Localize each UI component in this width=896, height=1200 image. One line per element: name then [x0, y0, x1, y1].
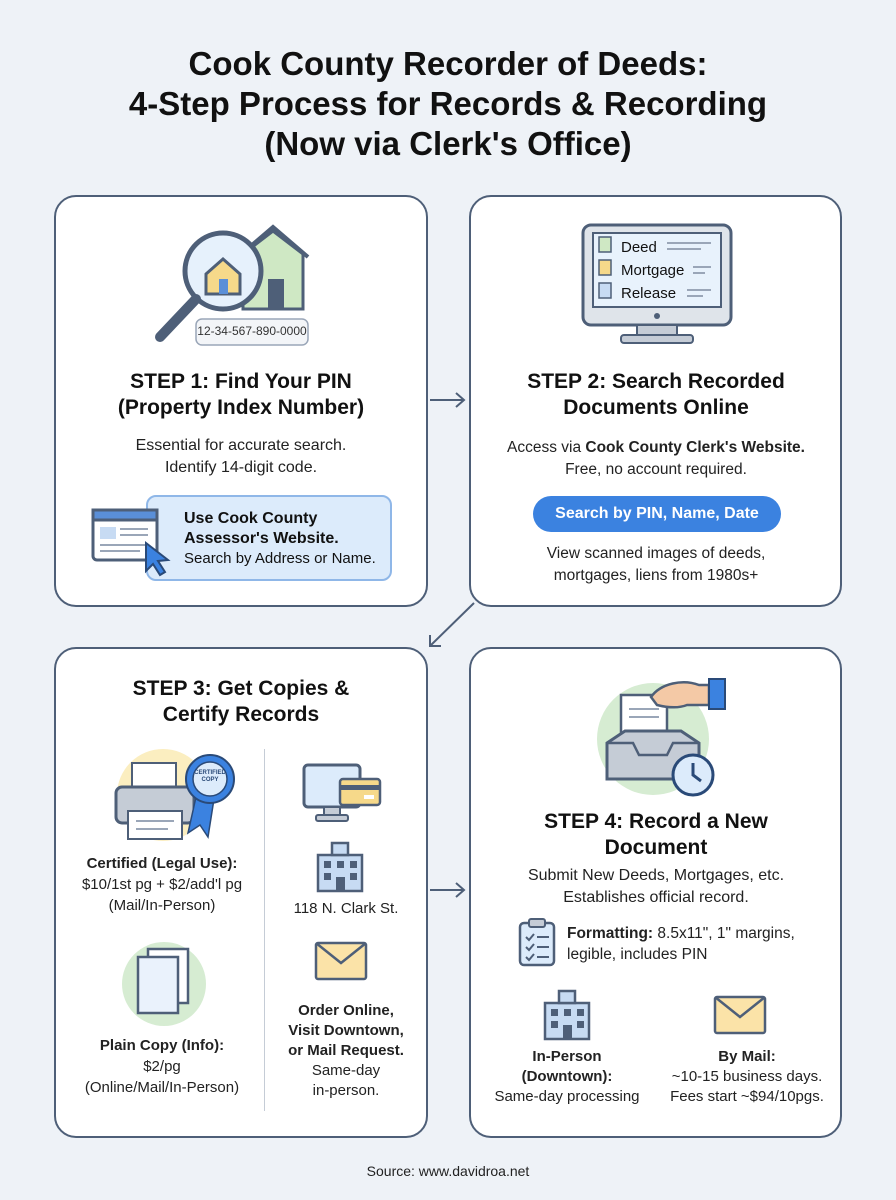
- search-pill-button[interactable]: Search by PIN, Name, Date: [533, 496, 781, 532]
- magnifier-house-icon: [155, 224, 310, 346]
- by-mail-option: By Mail: ~10-15 business days. Fees star…: [670, 1048, 824, 1105]
- step2-note: View scanned images of deeds, mortgages,…: [546, 545, 766, 584]
- step1-card: 12-34-567-890-0000 STEP 1: Find Your PIN…: [54, 195, 428, 607]
- step4-card: STEP 4: Record a New Document Submit New…: [469, 647, 842, 1138]
- screen-item-mortgage: Mortgage: [621, 262, 685, 279]
- hand-inbox-clock-icon: [597, 678, 726, 797]
- column-divider: [264, 749, 265, 1111]
- step1-heading: STEP 1: Find Your PIN (Property Index Nu…: [117, 370, 365, 419]
- in-person-option: In-Person (Downtown): Same-day processin…: [494, 1048, 640, 1105]
- building-icon: [543, 989, 591, 1041]
- step2-heading: STEP 2: Search Recorded Documents Online: [527, 370, 785, 419]
- step3-card: STEP 3: Get Copies & Certify Records CER…: [54, 647, 428, 1138]
- order-options: Order Online, Visit Downtown, or Mail Re…: [288, 1002, 404, 1099]
- pin-example-label: 12-34-567-890-0000: [197, 324, 307, 338]
- screen-item-deed: Deed: [621, 239, 657, 256]
- checklist-icon: [518, 918, 556, 967]
- formatting-requirements: Formatting: 8.5x11", 1" margins, legible…: [567, 925, 795, 963]
- assessor-tip-box: [146, 495, 392, 581]
- seal-text: CERTIFIED COPY: [194, 770, 226, 783]
- arrow-step2-to-step3: [429, 602, 475, 647]
- certified-copy-info: Certified (Legal Use): $10/1st pg + $2/a…: [81, 855, 243, 914]
- page-title: Cook County Recorder of Deeds: 4-Step Pr…: [128, 45, 768, 162]
- computer-monitor-icon: [581, 223, 733, 344]
- mail-envelope-icon: [713, 995, 767, 1035]
- documents-icon: [122, 942, 206, 1026]
- screen-item-release: Release: [621, 285, 677, 302]
- step4-description: Submit New Deeds, Mortgages, etc. Establ…: [527, 867, 785, 906]
- browser-cursor-icon: [91, 508, 171, 577]
- plain-copy-info: Plain Copy (Info): $2/pg (Online/Mail/In…: [84, 1037, 240, 1096]
- arrow-step1-to-step2: [430, 392, 466, 408]
- printer-seal-icon: [114, 749, 235, 841]
- step2-card: Deed Mortgage Release STEP 2: Search Rec…: [469, 195, 842, 607]
- step2-description: Access via Cook County Clerk's Website. …: [507, 439, 805, 478]
- step3-heading: STEP 3: Get Copies & Certify Records: [132, 677, 350, 726]
- arrow-step3-to-step4: [430, 882, 466, 898]
- envelope-icon: [314, 941, 368, 981]
- courthouse-building-icon: [316, 841, 364, 893]
- computer-card-icon: [302, 763, 382, 822]
- assessor-tip-text: Use Cook County Assessor's Website. Sear…: [184, 510, 376, 567]
- clerk-address: 118 N. Clark St.: [293, 900, 399, 917]
- step1-description: Essential for accurate search. Identify …: [135, 437, 347, 476]
- step4-heading: STEP 4: Record a New Document: [544, 810, 768, 859]
- source-footer: Source: www.davidroa.net: [366, 1163, 530, 1179]
